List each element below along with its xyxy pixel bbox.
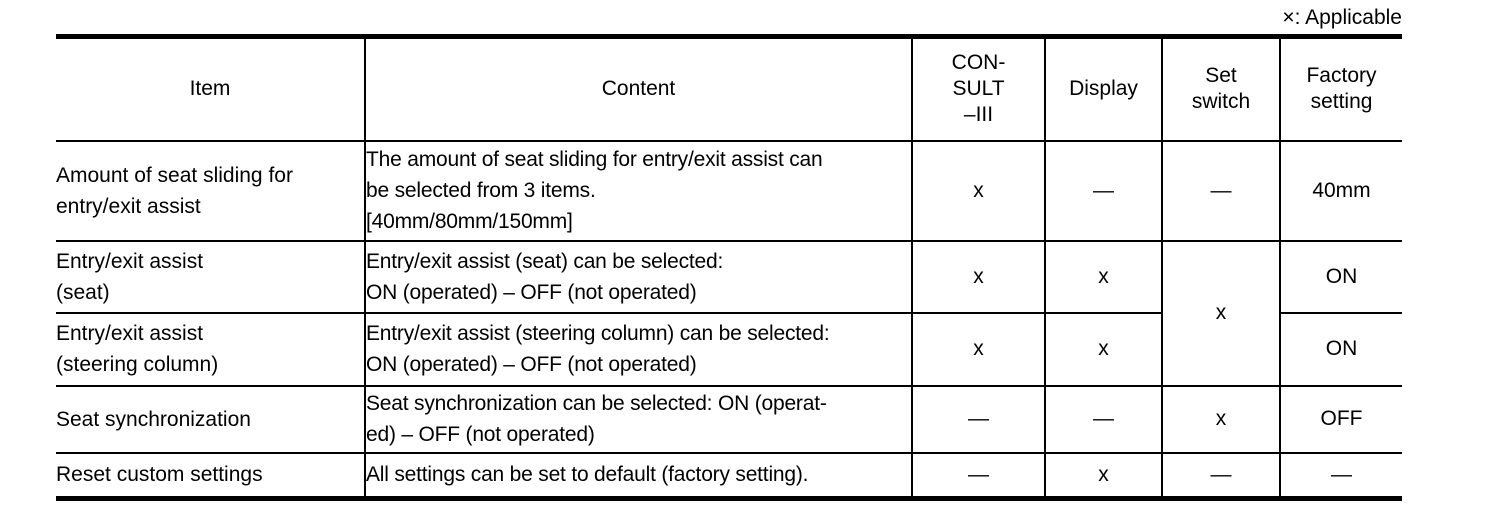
row-set-switch-cell: —: [1161, 140, 1281, 242]
row-set-switch-cell: —: [1161, 451, 1281, 499]
row-display-cell: —: [1044, 384, 1163, 454]
row-factory-cell: ON: [1279, 311, 1402, 387]
row-content-cell: Entry/exit assist (steering column) can …: [364, 311, 913, 387]
row-item-cell: Amount of seat sliding for entry/exit as…: [56, 140, 366, 242]
table-row: Entry/exit assist (steering column) Entr…: [56, 311, 1402, 387]
table-header: Item Content CON- SULT –III Display: [56, 35, 1402, 142]
row-content-line2: ON (operated) – OFF (not operated): [366, 280, 697, 304]
table-row: Entry/exit assist (seat) Entry/exit assi…: [56, 239, 1402, 387]
row-item-line2: entry/exit assist: [56, 194, 201, 218]
row-content-cell: Seat synchronization can be selected: ON…: [364, 384, 913, 454]
table-row: Seat synchronization Seat synchronizatio…: [56, 384, 1402, 454]
table-row: Amount of seat sliding for entry/exit as…: [56, 140, 1402, 242]
header-content-label: Content: [601, 77, 676, 101]
header-factory-line2: setting: [1310, 90, 1373, 114]
header-set-switch-label: Set switch: [1163, 53, 1279, 125]
header-consult-line1: CON-: [951, 51, 1006, 75]
row-content-cell: Entry/exit assist (seat) can be selected…: [364, 239, 913, 314]
row-consult-cell: —: [911, 451, 1046, 499]
header-consult-line2: SULT: [952, 77, 1005, 101]
row-factory-cell: OFF: [1279, 384, 1402, 454]
row-item-cell: Reset custom settings: [56, 451, 366, 499]
table-row: Reset custom settings All settings can b…: [56, 451, 1402, 499]
legend-applicable: ×: Applicable: [1282, 6, 1402, 29]
spec-table-wrapper: Item Content CON- SULT –III Display: [56, 34, 1402, 501]
row-display-cell: x: [1044, 311, 1163, 387]
row-set-switch-cell: x: [1161, 384, 1281, 454]
header-item: Item: [56, 35, 366, 142]
header-consult-label: CON- SULT –III: [913, 40, 1044, 138]
row-content-line2: ON (operated) – OFF (not operated): [366, 353, 697, 376]
row-content-line1: Entry/exit assist (seat) can be selected…: [366, 249, 724, 273]
row-factory-cell: —: [1279, 451, 1402, 499]
row-consult-cell: x: [911, 239, 1046, 314]
table-body: Amount of seat sliding for entry/exit as…: [56, 140, 1402, 499]
row-consult-cell: x: [911, 140, 1046, 242]
header-display-label: Display: [1069, 77, 1138, 101]
row-display-cell: x: [1044, 451, 1163, 499]
row-set-switch-cell-merged: x: [1161, 239, 1281, 387]
custom-settings-table: Item Content CON- SULT –III Display: [56, 34, 1402, 501]
row-factory-cell: 40mm: [1279, 140, 1402, 242]
row-content-line1: All settings can be set to default (fact…: [366, 463, 809, 487]
row-item-line1: Entry/exit assist: [56, 322, 204, 345]
row-content-line1: Entry/exit assist (steering column) can …: [366, 322, 830, 345]
row-item-cell: Seat synchronization: [56, 384, 366, 454]
row-item-line1: Amount of seat sliding for: [56, 163, 293, 187]
header-set-switch-line2: switch: [1191, 90, 1251, 114]
row-content-line1: Seat synchronization can be selected: ON…: [366, 392, 827, 415]
header-factory-label: Factory setting: [1281, 53, 1402, 125]
row-display-cell: —: [1044, 140, 1163, 242]
header-consult: CON- SULT –III: [911, 35, 1046, 142]
header-item-label: Item: [189, 77, 231, 101]
header-row: Item Content CON- SULT –III Display: [56, 35, 1402, 142]
header-factory-line1: Factory: [1306, 64, 1377, 88]
row-consult-cell: —: [911, 384, 1046, 454]
row-consult-cell: x: [911, 311, 1046, 387]
row-content-line2: be selected from 3 items.: [366, 179, 596, 202]
header-content: Content: [364, 35, 913, 142]
header-set-switch-line1: Set: [1205, 64, 1237, 88]
row-factory-cell: ON: [1279, 239, 1402, 314]
row-content-line3: [40mm/80mm/150mm]: [366, 210, 573, 233]
header-display: Display: [1044, 35, 1163, 142]
row-content-cell: The amount of seat sliding for entry/exi…: [364, 140, 913, 242]
row-item-line1: Reset custom settings: [56, 463, 263, 487]
row-item-cell: Entry/exit assist (steering column): [56, 311, 366, 387]
row-item-line2: (steering column): [56, 353, 219, 376]
row-content-line1: The amount of seat sliding for entry/exi…: [366, 148, 823, 171]
row-display-cell: x: [1044, 239, 1163, 314]
row-item-cell: Entry/exit assist (seat): [56, 239, 366, 314]
row-content-cell: All settings can be set to default (fact…: [364, 451, 913, 499]
header-set-switch: Set switch: [1161, 35, 1281, 142]
row-item-line1: Seat synchronization: [56, 407, 251, 431]
header-consult-line3: –III: [963, 103, 994, 127]
row-content-line2: ed) – OFF (not operated): [366, 423, 595, 446]
header-factory-setting: Factory setting: [1279, 35, 1402, 142]
row-item-line2: (seat): [56, 280, 110, 304]
row-item-line1: Entry/exit assist: [56, 249, 204, 273]
